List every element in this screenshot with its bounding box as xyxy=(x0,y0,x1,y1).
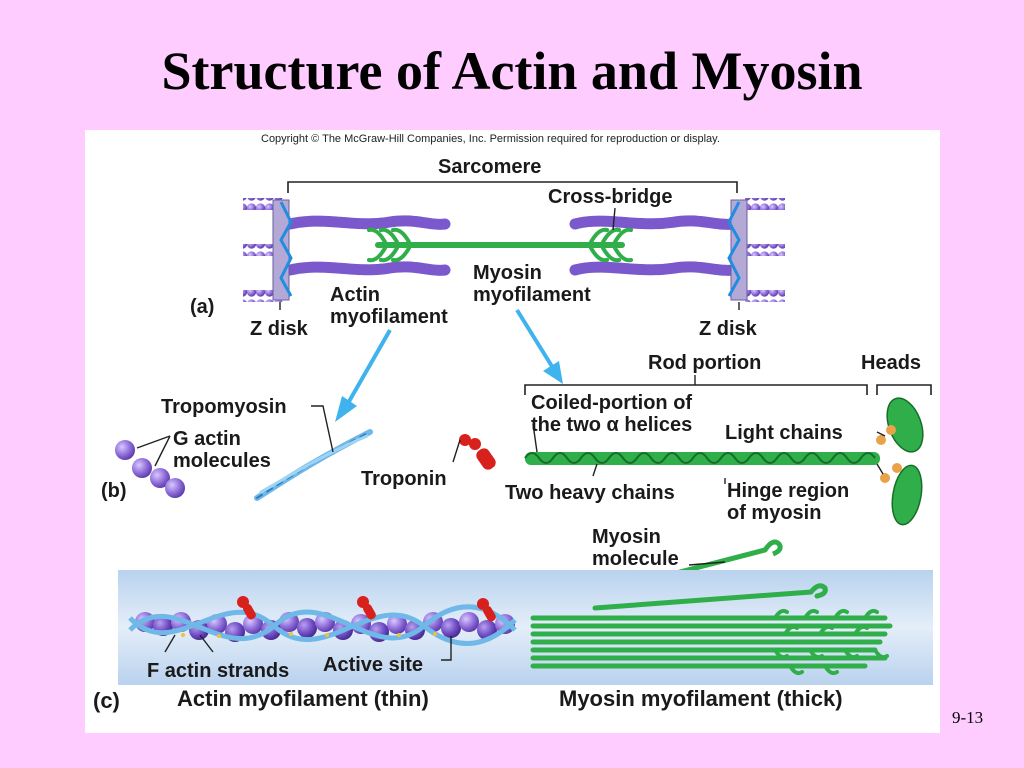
copyright-notice: Copyright © The McGraw-Hill Companies, I… xyxy=(261,133,720,145)
label-rod-portion: Rod portion xyxy=(648,352,762,374)
label-coiled-portion: Coiled-portion of the two α helices xyxy=(531,392,693,436)
panel-b-graphics xyxy=(115,375,932,597)
label-panel-c: (c) xyxy=(93,688,120,713)
label-tropomyosin: Tropomyosin xyxy=(161,396,287,418)
label-z-disk-right: Z disk xyxy=(699,318,757,340)
label-two-heavy-chains: Two heavy chains xyxy=(505,482,675,504)
arrows-to-details xyxy=(335,308,563,422)
label-myosin-myofilament-thick: Myosin myofilament (thick) xyxy=(559,686,843,711)
label-myosin-molecule: Myosin molecule xyxy=(592,526,679,570)
diagram-graphics xyxy=(115,181,933,685)
label-active-site: Active site xyxy=(323,654,424,676)
myosin-thick-bundle xyxy=(530,583,893,676)
f-actin-double-helix xyxy=(128,596,517,646)
myosin-filament-panel-a xyxy=(367,227,633,263)
label-g-actin-molecules: G actin molecules xyxy=(173,428,271,472)
z-disks xyxy=(272,199,748,301)
label-panel-b: (b) xyxy=(101,480,127,502)
myosin-rod xyxy=(524,452,880,465)
myosin-heads xyxy=(876,397,924,526)
label-hinge-region: Hinge region of myosin xyxy=(727,480,850,524)
tropomyosin-strand xyxy=(254,429,373,501)
label-panel-a: (a) xyxy=(190,296,215,318)
panel-a-graphics xyxy=(243,181,785,422)
label-heads: Heads xyxy=(861,352,922,374)
label-myosin-myofilament: Myosin myofilament xyxy=(473,262,591,306)
g-actin-molecules xyxy=(115,440,185,498)
label-f-actin-strands: F actin strands xyxy=(147,660,290,682)
label-actin-myofilament-thin: Actin myofilament (thin) xyxy=(177,686,429,711)
label-sarcomere: Sarcomere xyxy=(438,156,542,178)
label-cross-bridge: Cross-bridge xyxy=(548,186,673,208)
panel-c-graphics xyxy=(118,570,933,685)
figure-panel: Copyright © The McGraw-Hill Companies, I… xyxy=(85,130,940,733)
troponin-complex xyxy=(459,434,496,470)
label-z-disk-left: Z disk xyxy=(250,318,308,340)
label-light-chains: Light chains xyxy=(725,422,843,444)
slide-title: Structure of Actin and Myosin xyxy=(161,41,863,101)
label-actin-myofilament: Actin myofilament xyxy=(330,284,448,328)
label-troponin: Troponin xyxy=(361,468,447,490)
slide-number: 9-13 xyxy=(952,708,984,727)
